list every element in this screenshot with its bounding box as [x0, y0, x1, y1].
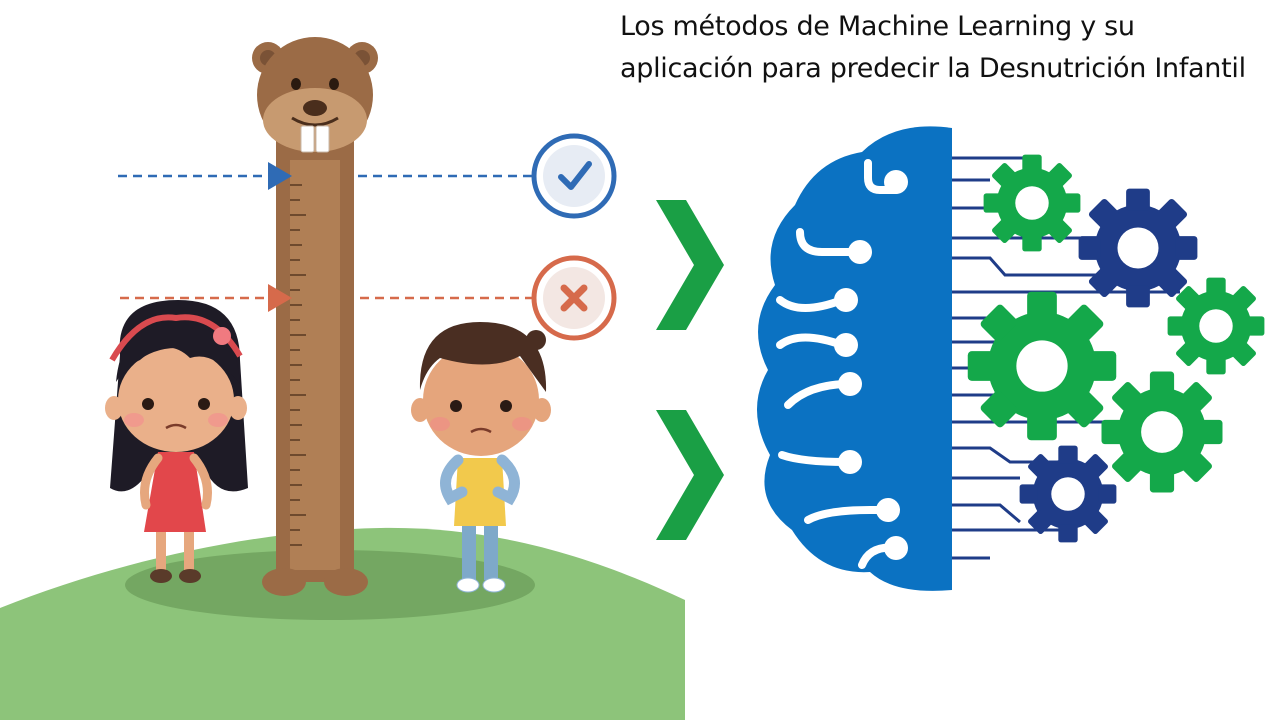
- slide-title: Los métodos de Machine Learning y su apl…: [620, 6, 1270, 90]
- slide-title-line-2: aplicación para predecir la Desnutrición…: [620, 53, 1246, 84]
- chevron-right-icon: [656, 410, 724, 540]
- boy-character: [411, 322, 551, 593]
- chevron-right-icon: [656, 200, 724, 330]
- low-height-marker: [268, 284, 292, 312]
- gear-icon: [1078, 188, 1198, 308]
- brain-circuit-icon: [756, 126, 1180, 591]
- beaver-height-ruler: [252, 37, 378, 596]
- slide-title-line-1: Los métodos de Machine Learning y su: [620, 11, 1135, 42]
- ok-height-marker: [268, 162, 292, 190]
- gear-icon: [1167, 277, 1265, 375]
- x-icon: [531, 255, 617, 341]
- gear-icon: [1101, 371, 1223, 493]
- gear-icon: [967, 291, 1117, 441]
- girl-character: [105, 300, 248, 583]
- gear-icon: [983, 154, 1081, 252]
- gear-icon: [1019, 445, 1117, 543]
- check-icon: [531, 133, 617, 219]
